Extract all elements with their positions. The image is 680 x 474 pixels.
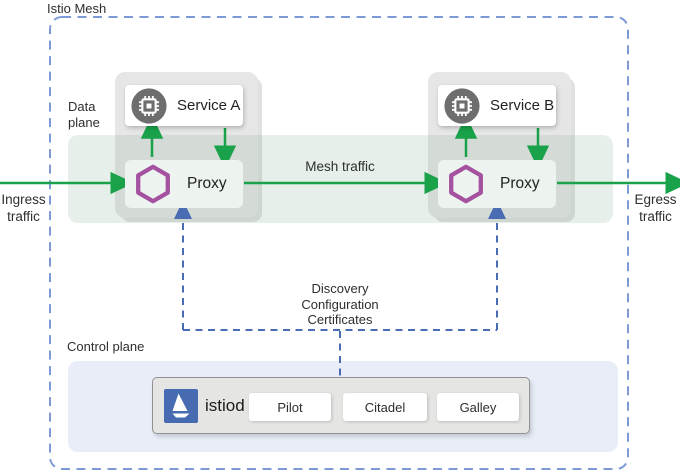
istio-mesh-label: Istio Mesh	[47, 1, 107, 16]
service-a-box: Service A	[125, 85, 243, 126]
galley-component: Galley	[437, 393, 519, 421]
pilot-component: Pilot	[249, 393, 331, 421]
data-plane-label: Data plane	[68, 99, 100, 130]
proxy-b-box: Proxy	[438, 160, 556, 208]
discovery-configuration-certificates-label: Discovery Configuration Certificates	[301, 281, 379, 327]
proxy-b-label: Proxy	[500, 175, 540, 192]
mesh-traffic-label: Mesh traffic	[305, 159, 375, 174]
proxy-a-label: Proxy	[187, 175, 227, 192]
istiod-label: istiod	[205, 395, 245, 415]
chip-icon	[444, 87, 480, 124]
chip-icon	[131, 87, 167, 124]
sailboat-icon	[164, 388, 198, 423]
hexagon-icon	[136, 164, 170, 204]
citadel-component: Citadel	[343, 393, 427, 421]
ingress-traffic-label: Ingress traffic	[1, 192, 46, 224]
egress-traffic-label: Egress traffic	[634, 192, 677, 224]
service-a-label: Service A	[177, 97, 241, 114]
proxy-a-box: Proxy	[125, 160, 243, 208]
service-b-label: Service B	[490, 97, 555, 114]
service-b-box: Service B	[438, 85, 556, 126]
hexagon-icon	[449, 164, 483, 204]
istiod-box: istiod Pilot Citadel Galley	[152, 377, 530, 434]
control-plane-label: Control plane	[67, 339, 145, 354]
